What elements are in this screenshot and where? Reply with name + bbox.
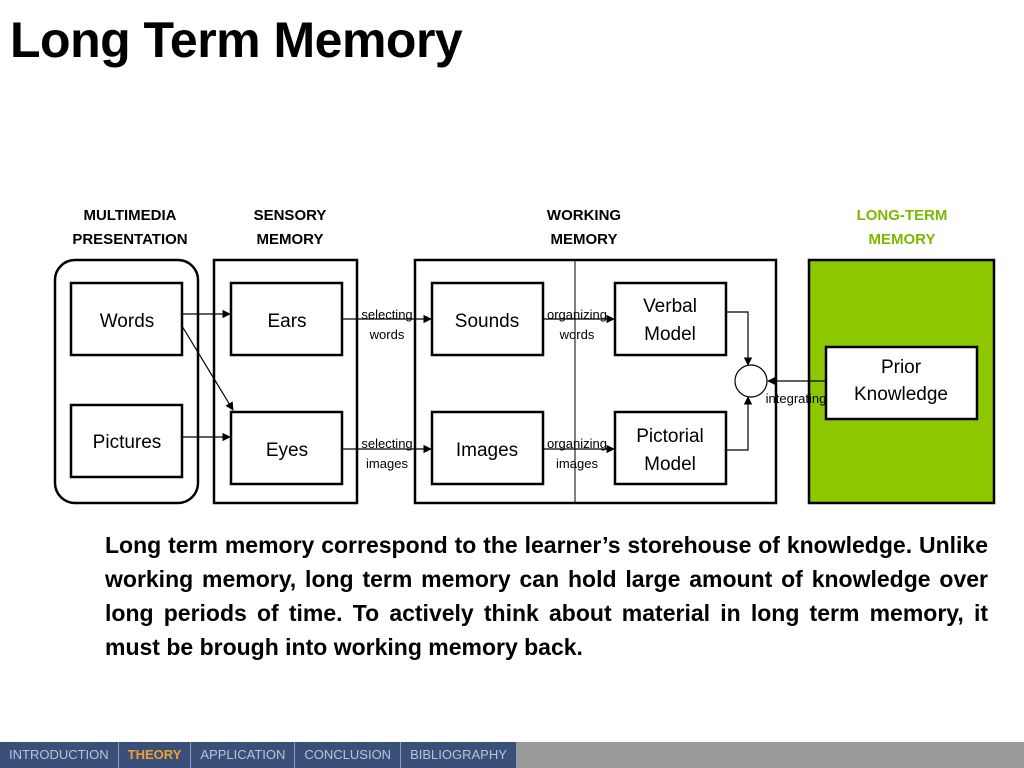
label-organizing-images-2: images <box>556 456 598 471</box>
arrow-words-eyes <box>181 325 234 411</box>
sounds-box <box>430 281 545 357</box>
nav-spacer <box>516 742 1024 768</box>
pictures-box <box>69 403 184 479</box>
bottom-nav-bar: INTRODUCTION THEORY APPLICATION CONCLUSI… <box>0 742 1024 768</box>
label-organizing-words-2: words <box>559 327 595 342</box>
header-multimedia-line1: MULTIMEDIA <box>83 207 176 224</box>
label-selecting-words-1: selecting <box>361 307 412 322</box>
words-label: Words <box>100 311 155 332</box>
prior-knowledge-box <box>824 345 979 421</box>
integration-node <box>734 364 768 398</box>
page-title: Long Term Memory <box>10 12 463 68</box>
eyes-box <box>229 410 344 486</box>
pictorial-model-box <box>613 410 728 486</box>
nav-item-application[interactable]: APPLICATION <box>191 742 296 768</box>
header-working-line2: MEMORY <box>551 231 618 248</box>
label-selecting-words-2: words <box>369 327 405 342</box>
label-selecting-images-1: selecting <box>361 436 412 451</box>
label-selecting-images-2: images <box>366 456 408 471</box>
eyes-label: Eyes <box>266 440 308 461</box>
header-multimedia-line2: PRESENTATION <box>72 231 187 248</box>
nav-item-introduction[interactable]: INTRODUCTION <box>0 742 119 768</box>
sounds-label: Sounds <box>455 311 519 332</box>
arrow-pictorial-integrate <box>726 396 753 451</box>
images-box <box>430 410 545 486</box>
label-integrating: integrating <box>766 391 827 406</box>
pictures-label: Pictures <box>93 432 162 453</box>
verbal-label-line1: Verbal <box>643 296 697 317</box>
header-sensory-line2: MEMORY <box>257 231 324 248</box>
nav-item-bibliography[interactable]: BIBLIOGRAPHY <box>401 742 517 768</box>
verbal-label-line2: Model <box>644 324 696 345</box>
nav-item-conclusion[interactable]: CONCLUSION <box>295 742 402 768</box>
pictorial-label-line2: Model <box>644 454 696 475</box>
header-longterm-line1: LONG-TERM <box>857 207 948 224</box>
prior-label-line2: Knowledge <box>854 384 948 405</box>
header-longterm-line2: MEMORY <box>869 231 936 248</box>
prior-label-line1: Prior <box>881 357 922 378</box>
verbal-model-box <box>613 281 728 357</box>
ears-label: Ears <box>267 311 306 332</box>
header-working-line1: WORKING <box>547 207 621 224</box>
sensory-container <box>212 258 359 505</box>
label-organizing-images-1: organizing <box>547 436 607 451</box>
multimedia-container <box>53 258 200 505</box>
description-paragraph: Long term memory correspond to the learn… <box>105 532 988 660</box>
words-box <box>69 281 184 357</box>
pictorial-label-line1: Pictorial <box>636 426 704 447</box>
label-organizing-words-1: organizing <box>547 307 607 322</box>
arrow-verbal-integrate <box>726 311 753 366</box>
images-label: Images <box>456 440 518 461</box>
header-sensory-line1: SENSORY <box>254 207 327 224</box>
nav-item-theory[interactable]: THEORY <box>119 742 192 768</box>
nav-tabs: INTRODUCTION THEORY APPLICATION CONCLUSI… <box>0 742 517 768</box>
